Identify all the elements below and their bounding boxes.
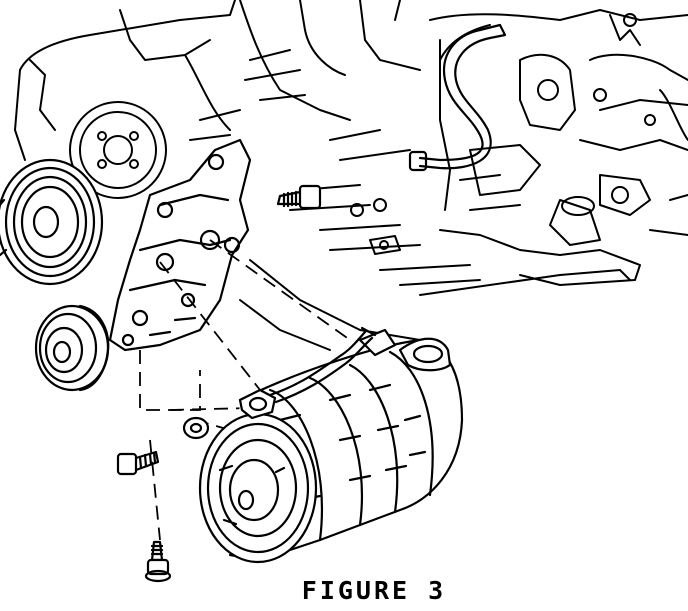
engine-block	[14, 0, 688, 286]
idler-pulley	[34, 304, 110, 392]
ac-compressor	[198, 328, 464, 564]
block-bolts	[350, 198, 401, 255]
refrigerant-line	[268, 326, 377, 404]
heater-hose	[408, 23, 507, 172]
through-bolt	[144, 540, 172, 583]
lower-mounting-bolt	[116, 450, 160, 476]
washer	[182, 416, 210, 440]
water-pump-pulley	[69, 101, 167, 199]
oil-pan	[239, 259, 631, 351]
alignment-lines	[139, 239, 351, 541]
upper-mounting-bolt	[276, 184, 322, 210]
crankshaft-pulley	[0, 158, 104, 286]
compressor-mounting-bracket	[108, 138, 252, 352]
figure-caption: FIGURE 3	[301, 576, 447, 605]
